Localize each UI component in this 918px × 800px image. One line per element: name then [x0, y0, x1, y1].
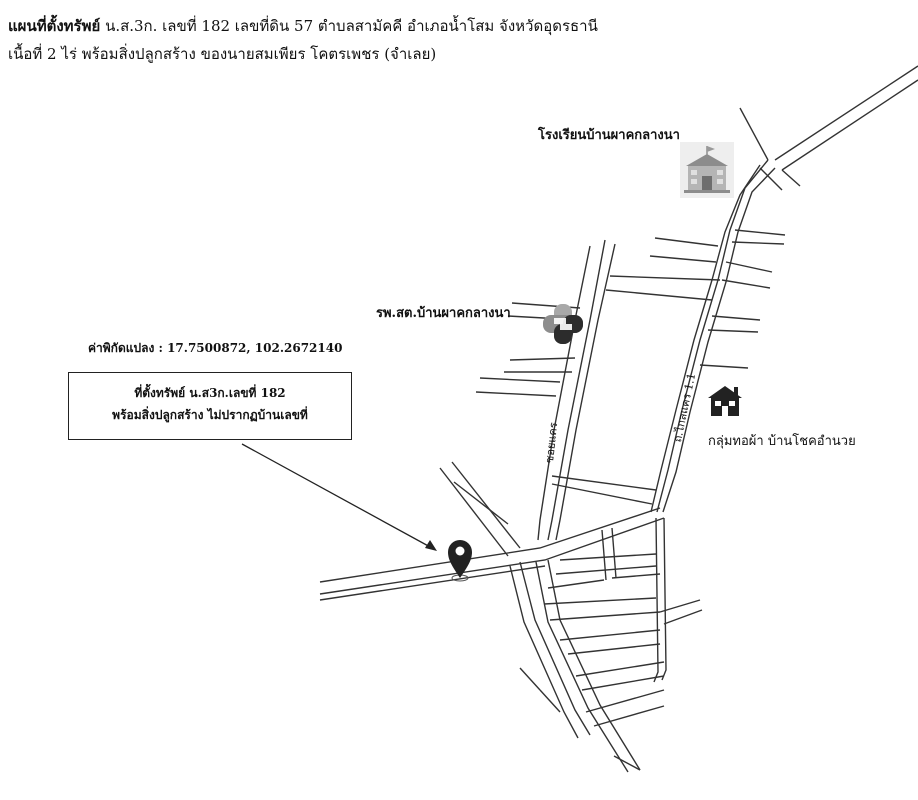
property-line-1: ที่ตั้งทรัพย์ น.ส3ก.เลขที่ 182 — [134, 386, 286, 400]
map-title-rest: น.ส.3ก. เลขที่ 182 เลขที่ดิน 57 ตำบลสามั… — [100, 17, 598, 35]
house-shop-icon — [706, 382, 744, 418]
school-building-icon — [680, 142, 734, 198]
map-title: แผนที่ตั้งทรัพย์ น.ส.3ก. เลขที่ 182 เลขท… — [8, 14, 598, 38]
coordinates-label: ค่าพิกัดแปลง : 17.7500872, 102.2672140 — [88, 341, 343, 355]
roads — [319, 65, 918, 773]
pointer-arrow — [241, 443, 437, 551]
shop-label: กลุ่มทอผ้า บ้านโชคอำนวย — [708, 434, 856, 449]
map-title-bold: แผนที่ตั้งทรัพย์ — [8, 17, 101, 35]
health-center-cross-icon — [540, 302, 586, 346]
hospital-label: รพ.สต.บ้านผาคกลางนา — [376, 306, 511, 321]
map-pin-icon — [448, 540, 472, 582]
map-subtitle: เนื้อที่ 2 ไร่ พร้อมสิ่งปลูกสร้าง ของนาย… — [8, 45, 437, 63]
property-info-box: ที่ตั้งทรัพย์ น.ส3ก.เลขที่ 182 พร้อมสิ่ง… — [68, 372, 352, 440]
property-line-2: พร้อมสิ่งปลูกสร้าง ไม่ปรากฏบ้านเลขที่ — [112, 408, 308, 422]
school-label: โรงเรียนบ้านผาคกลางนา — [538, 128, 680, 143]
